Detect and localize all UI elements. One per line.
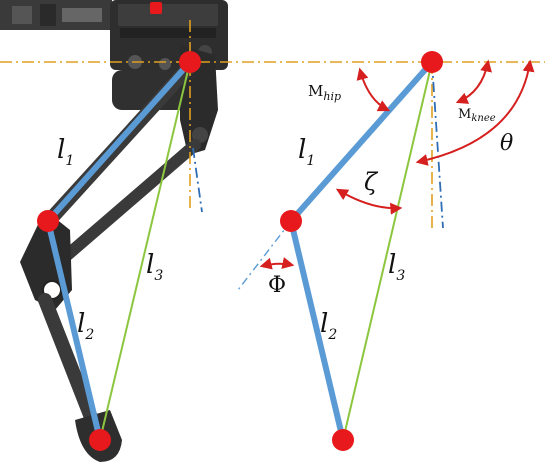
photo-link-l2 bbox=[45, 218, 103, 443]
upper-link-rear bbox=[44, 139, 201, 276]
photo-label-l2: l2 bbox=[77, 309, 94, 343]
phi-arc bbox=[259, 257, 295, 270]
photo-link-l1 bbox=[45, 59, 193, 224]
schematic-label-l1: l1 bbox=[298, 135, 315, 169]
motor-housing bbox=[0, 0, 228, 110]
m-knee-arc bbox=[455, 59, 492, 104]
photo-knee-joint bbox=[37, 210, 59, 232]
schematic-label-l2: l2 bbox=[320, 309, 337, 343]
bracket-bolt bbox=[192, 127, 208, 143]
theta-arc bbox=[415, 59, 535, 166]
schematic: l1 l2 l3 Mhip Mknee θ ζ Φ bbox=[237, 51, 535, 451]
schematic-label-l3: l3 bbox=[388, 250, 405, 284]
lower-leg bbox=[38, 293, 99, 427]
schematic-hip-axis bbox=[431, 61, 444, 229]
m-hip-arc bbox=[356, 67, 391, 112]
photo-chord-l3 bbox=[99, 61, 191, 441]
schematic-link-l1 bbox=[288, 59, 435, 224]
schematic-foot-joint bbox=[332, 429, 354, 451]
label-zeta: ζ bbox=[364, 168, 379, 196]
schematic-hip-joint bbox=[421, 51, 443, 73]
photo-hip-axis bbox=[192, 147, 203, 213]
zeta-arc bbox=[335, 188, 403, 215]
label-m-hip: Mhip bbox=[308, 82, 341, 103]
photo-foot-joint bbox=[89, 429, 111, 451]
label-phi: Φ bbox=[268, 273, 286, 298]
photo-label-l1: l1 bbox=[57, 135, 74, 169]
photo-hip-joint bbox=[179, 51, 201, 73]
l1-extension-line bbox=[237, 220, 292, 291]
label-theta: θ bbox=[500, 131, 513, 156]
label-m-knee: Mknee bbox=[458, 107, 496, 124]
schematic-knee-joint bbox=[280, 210, 302, 232]
schematic-link-l2 bbox=[288, 218, 346, 443]
photo-label-l3: l3 bbox=[146, 250, 163, 284]
